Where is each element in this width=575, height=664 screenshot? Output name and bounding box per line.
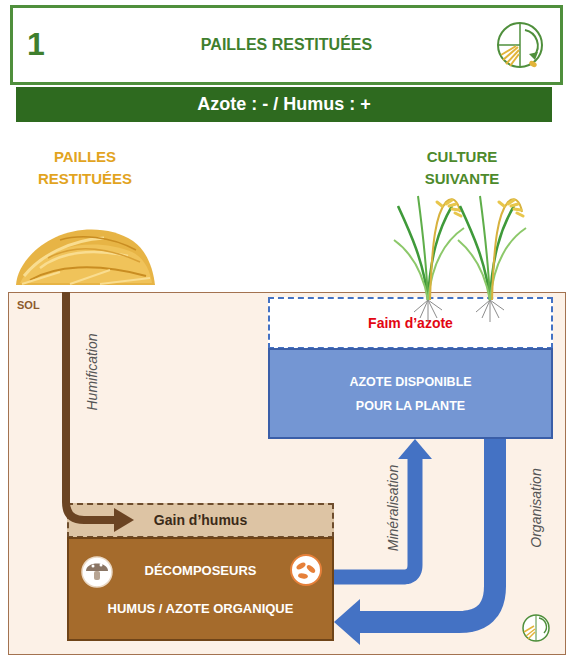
humus-gain-box: Gain d’humus (67, 503, 334, 538)
plant-leaf (458, 240, 490, 300)
mushroom-cap (86, 564, 108, 572)
icon-cycle-arrow (539, 618, 546, 633)
plant-leaf (428, 228, 464, 300)
straw-strand (60, 237, 136, 250)
mineralisation-arrow (334, 459, 415, 577)
mushroom-icon (82, 557, 112, 587)
plant-leaf (398, 206, 428, 300)
icon-divider (519, 23, 521, 67)
mushroom-stem (94, 571, 100, 580)
icon-ring (498, 23, 542, 67)
organisation-arrow (360, 439, 495, 622)
straw-strand (24, 238, 104, 276)
plant-panicle (492, 199, 522, 300)
plant-roots (476, 300, 504, 322)
icon-circle (82, 557, 112, 587)
icon-divider (536, 615, 537, 641)
decomposer-body: HUMUS / AZOTE ORGANIQUE (69, 599, 332, 619)
plant-leaf (394, 240, 428, 300)
decomposer-title: DÉCOMPOSEURS (69, 561, 332, 581)
crop-label: CULTURE SUIVANTE (407, 146, 517, 190)
corner-icon (523, 615, 549, 641)
decomposer-box: DÉCOMPOSEURS HUMUS / AZOTE ORGANIQUE (67, 537, 334, 641)
deficit-text: Faim d’azote (270, 313, 551, 333)
soil-box: SOL Faim d’azoteAZOTE DISPONIBLE POUR LA … (8, 292, 566, 655)
plant-leaf (460, 206, 490, 300)
straw-strand (40, 252, 128, 268)
band-text: Azote : - / Humus : + (16, 94, 552, 115)
icon-cycle-head (529, 52, 538, 60)
summary-band: Azote : - / Humus : + (16, 87, 552, 122)
plant-roots (414, 300, 442, 322)
icon-grain (528, 60, 537, 68)
plant-leaf (428, 206, 452, 300)
straw-body (20, 245, 152, 283)
plant-grains (499, 200, 523, 216)
icon-circle (291, 555, 321, 585)
plant-leaf (490, 228, 526, 300)
header-icon (498, 23, 542, 68)
icon-divider (498, 44, 520, 46)
humification-arrow (66, 292, 134, 532)
straw-strand (22, 270, 150, 284)
mushroom-dot (92, 565, 95, 568)
straw-strand (30, 267, 146, 280)
plant-leaf (418, 196, 428, 300)
bacterium (295, 561, 306, 570)
straw-strand (48, 249, 140, 262)
header-box: 1PAILLES RESTITUÉES (10, 5, 563, 85)
plant-grains (437, 200, 461, 216)
bacterium (306, 564, 317, 574)
mushroom-dot (100, 564, 103, 567)
bacterium (298, 573, 309, 580)
icon-cycle-arrow (525, 30, 538, 56)
nitrogen-pool-box: AZOTE DISPONIBLE POUR LA PLANTE (268, 348, 553, 439)
humification-head (114, 508, 134, 532)
straw-body (16, 230, 155, 285)
header-title: PAILLES RESTITUÉES (13, 35, 560, 55)
straw-label: PAILLES RESTITUÉES (30, 146, 140, 190)
icon-wheat (501, 46, 519, 66)
rice-plant (458, 196, 526, 322)
callout-number: 1 (27, 26, 57, 62)
pool-text: AZOTE DISPONIBLE POUR LA PLANTE (335, 370, 486, 418)
plant-leaf (480, 196, 490, 300)
straw-pile (16, 230, 155, 285)
gain-text: Gain d’humus (69, 510, 332, 531)
deficit-box: Faim d’azote (268, 297, 553, 349)
icon-wheat (524, 626, 535, 639)
plant-panicle (430, 199, 460, 300)
humification-shaft (66, 292, 114, 520)
bacteria-icon (291, 555, 321, 585)
plant-leaf (490, 206, 514, 300)
rice-plant (394, 196, 464, 322)
soil-label: SOL (17, 298, 57, 312)
icon-ring (523, 615, 549, 641)
